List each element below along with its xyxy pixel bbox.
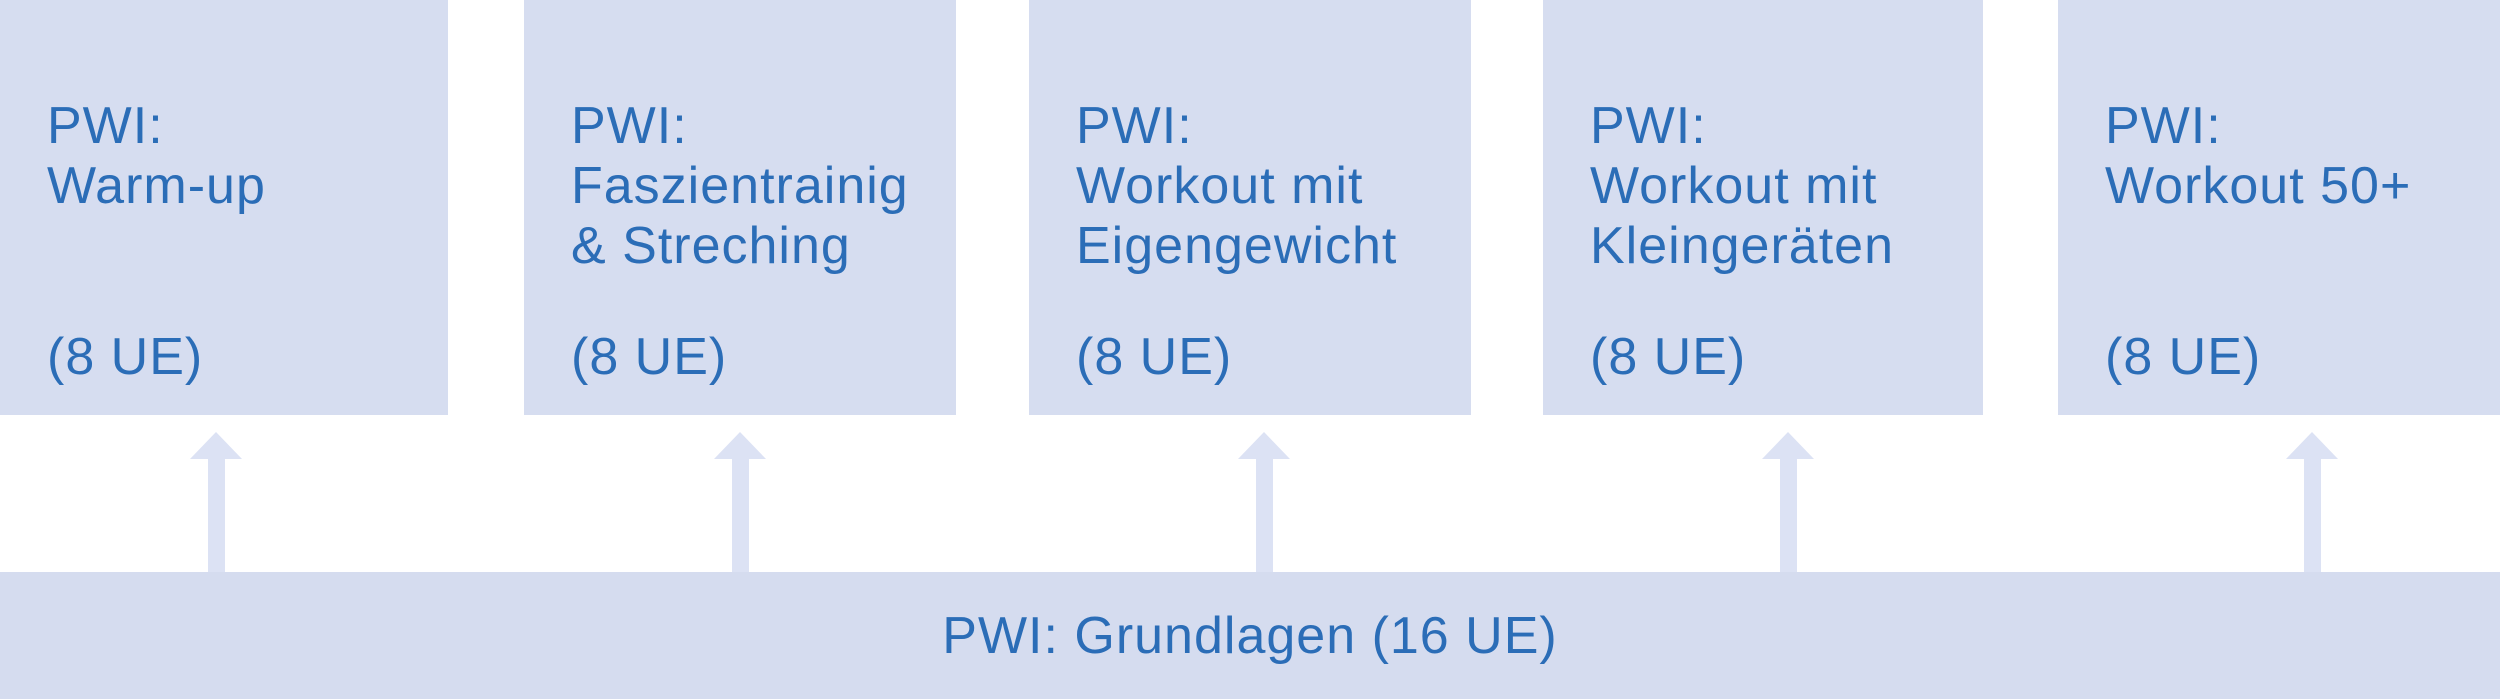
up-arrow-icon <box>714 432 767 572</box>
course-box-workout-kleingeraeten: PWI: Workout mit Kleingeräten (8 UE) <box>1543 0 1983 415</box>
course-box-title: PWI: Warm-up <box>47 97 266 215</box>
arrow-head <box>1238 432 1290 459</box>
arrow-stem <box>208 459 225 572</box>
arrow-stem <box>732 459 749 572</box>
course-box-ue-count: (8 UE) <box>47 328 204 386</box>
arrow-head <box>2286 432 2338 459</box>
course-box-title: PWI: Workout mit Eigengewicht <box>1076 97 1398 275</box>
course-box-ue-count: (8 UE) <box>1076 328 1233 386</box>
up-arrow-icon <box>190 432 243 572</box>
up-arrow-icon <box>1762 432 1815 572</box>
arrow-head <box>714 432 766 459</box>
course-box-title: PWI: Workout mit Kleingeräten <box>1590 97 1894 275</box>
arrow-stem <box>1256 459 1273 572</box>
course-box-ue-count: (8 UE) <box>571 328 728 386</box>
up-arrow-icon <box>2286 432 2339 572</box>
foundation-band: PWI: Grundlagen (16 UE) <box>0 572 2500 699</box>
course-box-title: PWI: Faszientrainig & Streching <box>571 97 909 275</box>
course-box-title: PWI: Workout 50+ <box>2105 97 2412 215</box>
course-box-faszientraining-stretching: PWI: Faszientrainig & Streching (8 UE) <box>524 0 956 415</box>
course-box-warm-up: PWI: Warm-up (8 UE) <box>0 0 448 415</box>
up-arrow-icon <box>1238 432 1291 572</box>
course-box-workout-eigengewicht: PWI: Workout mit Eigengewicht (8 UE) <box>1029 0 1471 415</box>
arrow-stem <box>2304 459 2321 572</box>
arrow-head <box>1762 432 1814 459</box>
arrow-stem <box>1780 459 1797 572</box>
arrow-head <box>190 432 242 459</box>
course-box-ue-count: (8 UE) <box>2105 328 2262 386</box>
foundation-label: PWI: Grundlagen (16 UE) <box>942 606 1558 665</box>
course-box-workout-50plus: PWI: Workout 50+ (8 UE) <box>2058 0 2500 415</box>
course-box-ue-count: (8 UE) <box>1590 328 1747 386</box>
